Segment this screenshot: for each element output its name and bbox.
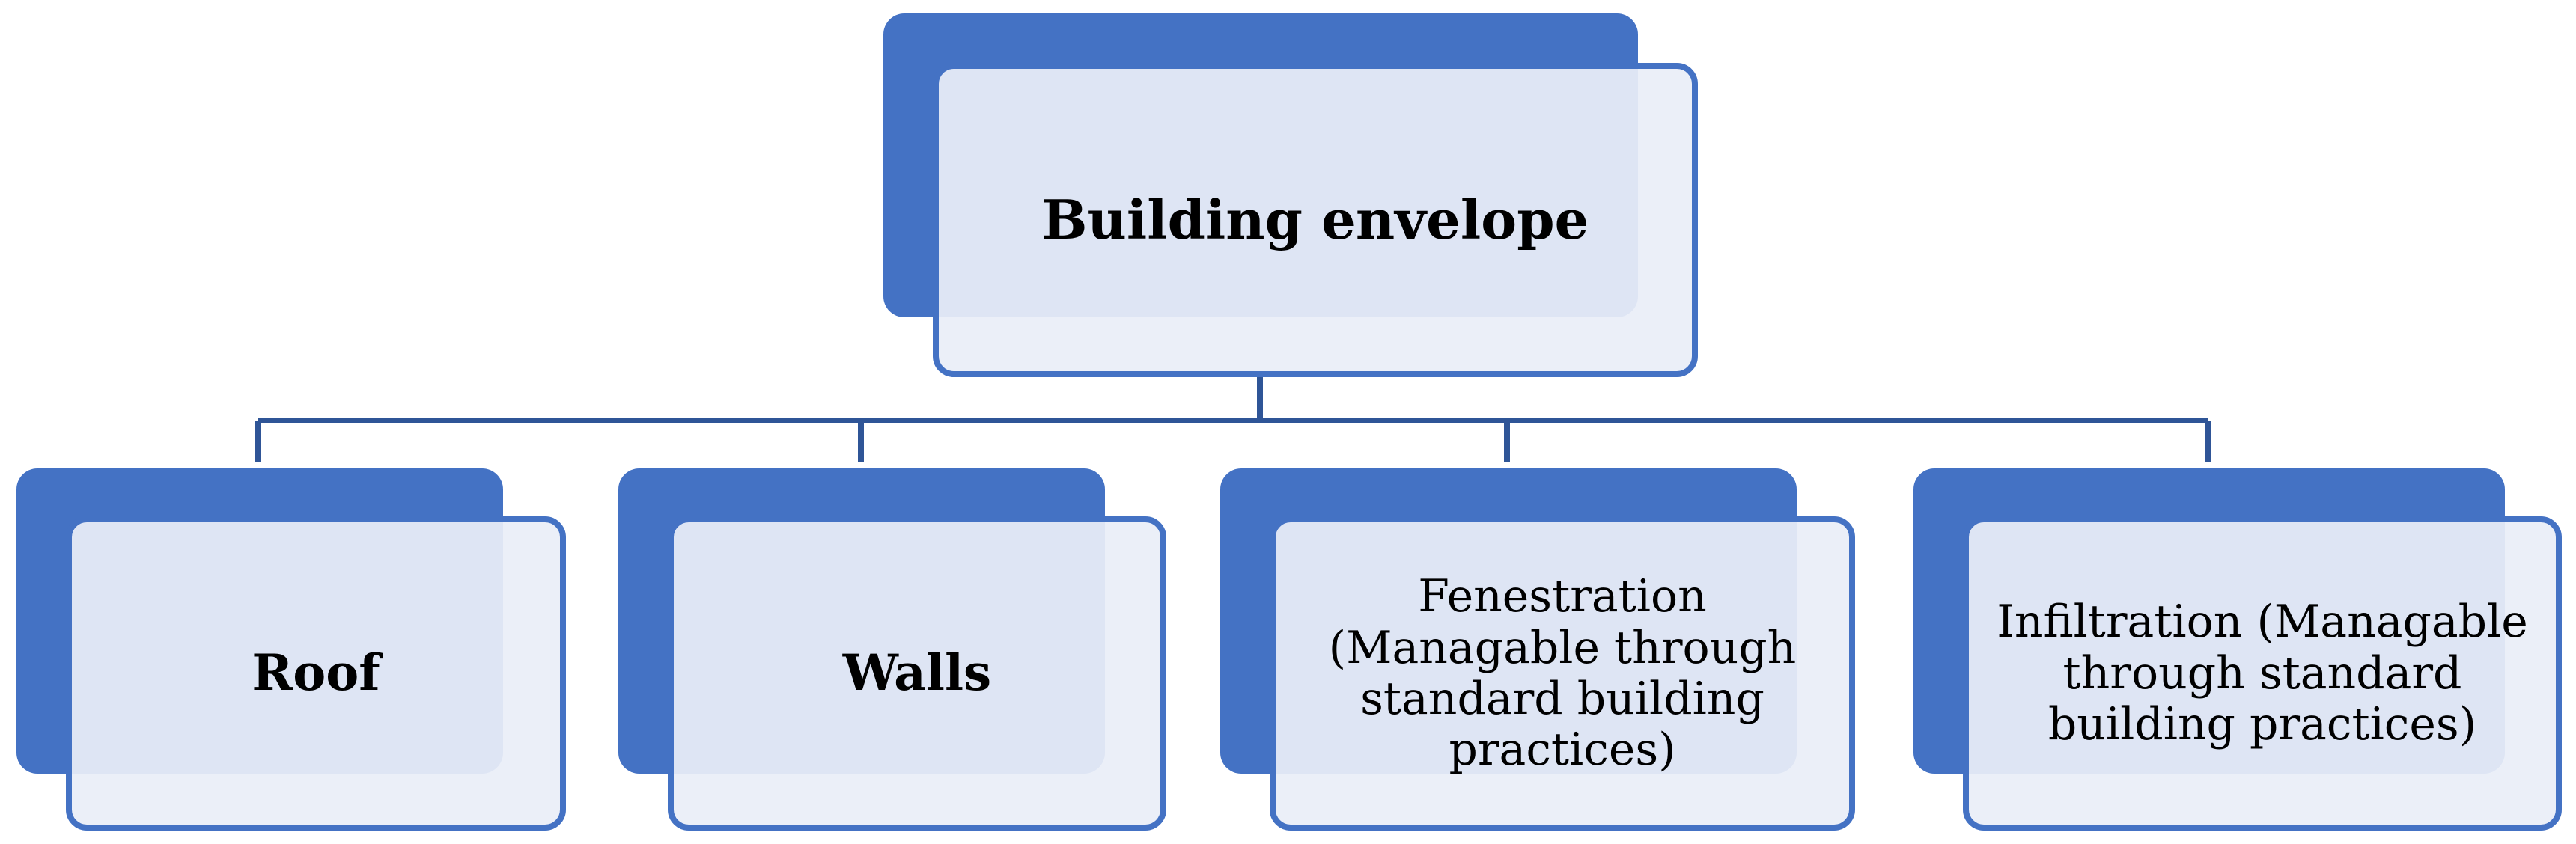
node-label: Fenestration (Managable through standard… bbox=[1328, 570, 1797, 777]
node-box: Infiltration (Managable through standard… bbox=[1963, 516, 2562, 831]
node-box: Fenestration (Managable through standard… bbox=[1270, 516, 1855, 831]
node-box: Roof bbox=[66, 516, 566, 831]
node-label: Roof bbox=[252, 643, 380, 703]
node-infiltration: Infiltration (Managable through standard… bbox=[1913, 468, 2562, 831]
node-fenestration: Fenestration (Managable through standard… bbox=[1220, 468, 1855, 831]
node-building-envelope: Building envelope bbox=[883, 13, 1698, 377]
node-box: Building envelope bbox=[933, 63, 1698, 377]
node-walls: Walls bbox=[618, 468, 1166, 831]
node-label: Walls bbox=[842, 643, 992, 703]
node-box: Walls bbox=[668, 516, 1166, 831]
node-roof: Roof bbox=[16, 468, 566, 831]
node-label: Building envelope bbox=[1041, 187, 1589, 251]
node-label: Infiltration (Managable through standard… bbox=[1997, 596, 2528, 751]
